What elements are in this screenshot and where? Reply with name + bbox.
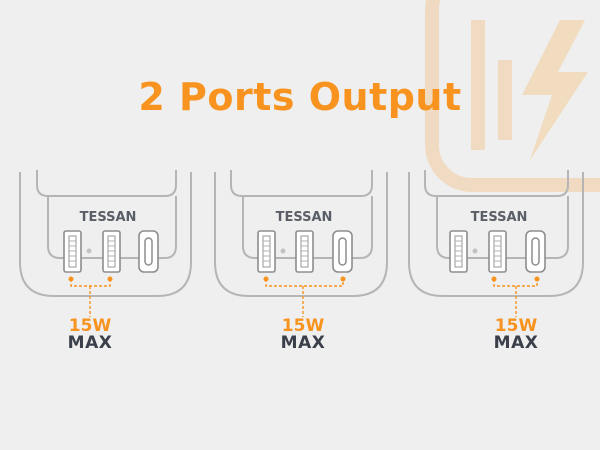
power-label-1: 15W MAX <box>40 318 140 352</box>
page-title: 2 Ports Output <box>138 75 462 119</box>
max-label: MAX <box>67 333 113 353</box>
max-label: MAX <box>493 333 539 353</box>
brand-logo: TESSAN <box>276 210 333 225</box>
power-value: 15W <box>494 316 538 336</box>
brand-logo: TESSAN <box>80 210 137 225</box>
power-label-3: 15W MAX <box>466 318 566 352</box>
brand-logo: TESSAN <box>471 210 528 225</box>
power-value: 15W <box>68 316 112 336</box>
max-label: MAX <box>280 333 326 353</box>
power-value: 15W <box>281 316 325 336</box>
power-label-2: 15W MAX <box>253 318 353 352</box>
